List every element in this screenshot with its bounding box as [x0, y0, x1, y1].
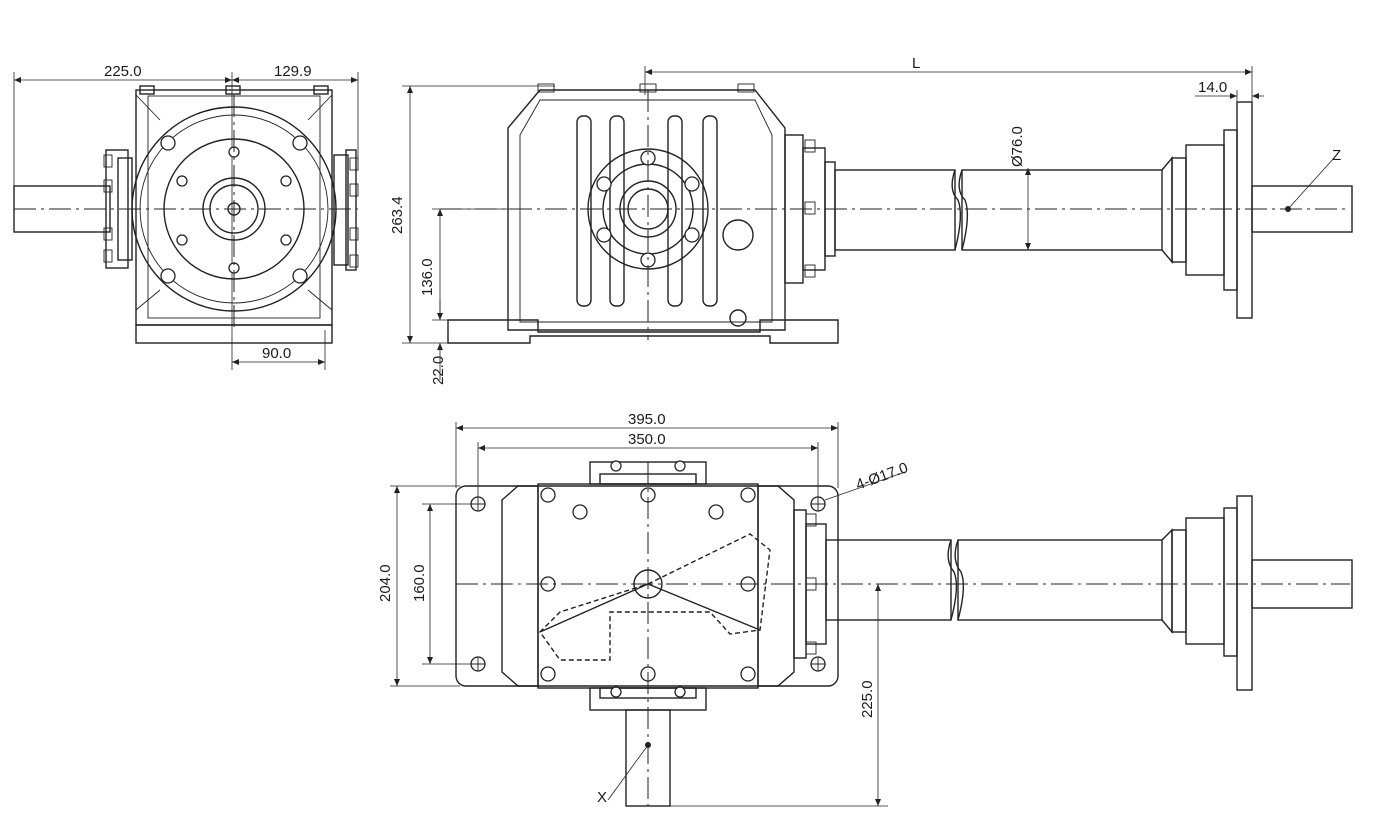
side-dim-base-thickness: 22.0	[430, 356, 447, 385]
top-input-shaft	[607, 709, 671, 807]
top-dim-overall-width: 395.0	[628, 411, 666, 428]
side-housing	[507, 83, 786, 331]
front-dim-lines	[13, 72, 359, 370]
top-dim-overall-depth: 204.0	[377, 564, 394, 602]
top-dim-hole-spacing-y: 160.0	[411, 564, 428, 602]
front-housing	[135, 85, 333, 344]
top-dim-input-offset: 225.0	[859, 680, 876, 718]
front-dim-width-left: 225.0	[104, 63, 142, 80]
side-dim-flange-thickness: 14.0	[1198, 79, 1227, 96]
side-base	[447, 319, 839, 344]
side-input-flange	[587, 148, 754, 327]
side-view: L 14.0 Ø76.0 263.4 136.0 22.0	[389, 55, 1353, 385]
top-view: 395.0 350.0 204.0 160.0 4-Ø17.0 225.0 X	[377, 411, 1353, 807]
side-dim-length: L	[912, 55, 920, 72]
side-dim-lines	[402, 66, 1264, 380]
side-output-shaft	[784, 101, 1353, 319]
top-base-plate	[455, 485, 839, 687]
side-dim-height-total: 263.4	[389, 196, 406, 234]
top-input-label: X	[597, 789, 607, 806]
side-dim-height-center: 136.0	[419, 258, 436, 296]
top-dim-hole-spacing-x: 350.0	[628, 431, 666, 448]
side-shaft-label: Z	[1332, 147, 1341, 164]
top-dim-lines	[390, 422, 906, 807]
side-dim-shaft-diameter: Ø76.0	[1009, 126, 1026, 167]
top-dim-holes: 4-Ø17.0	[854, 459, 911, 494]
front-dim-width-right: 129.9	[274, 63, 312, 80]
front-right-flange	[333, 149, 359, 271]
front-view: 225.0 129.9 90.0	[13, 63, 359, 370]
front-dim-bottom: 90.0	[262, 345, 291, 362]
